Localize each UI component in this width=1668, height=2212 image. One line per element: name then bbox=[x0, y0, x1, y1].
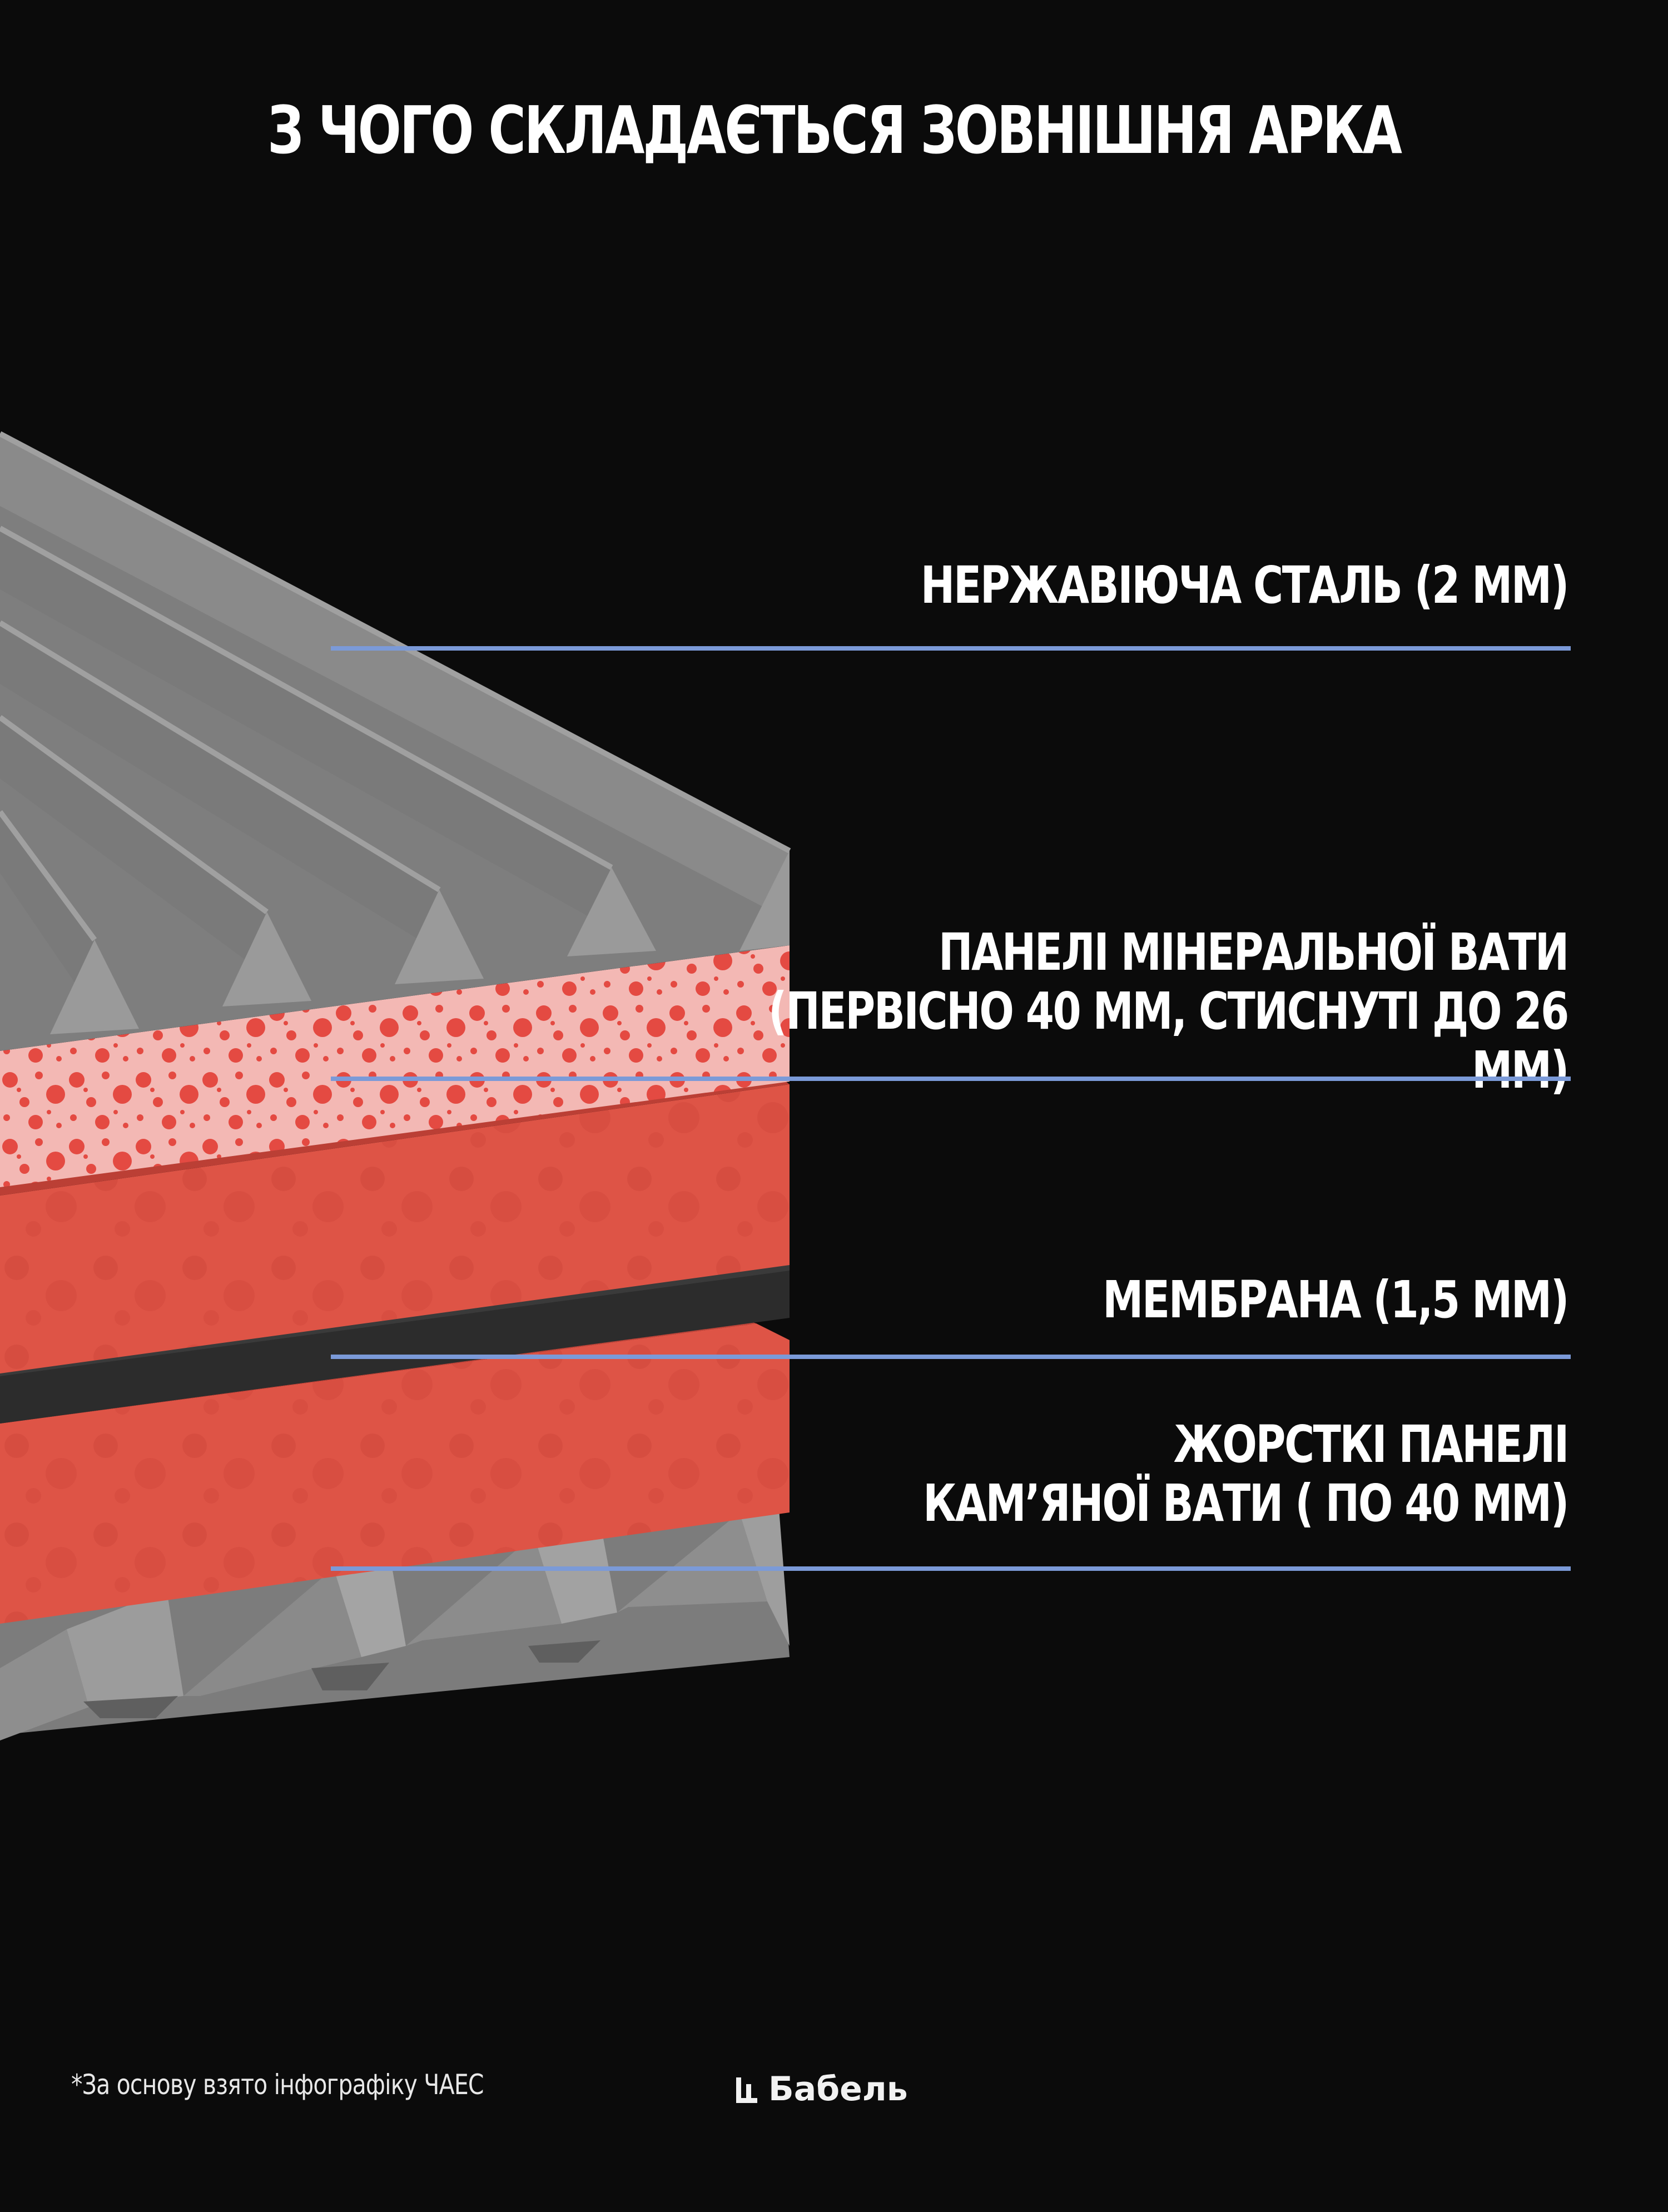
label-steel: НЕРЖАВІЮЧА СТАЛЬ (2 ММ) bbox=[767, 556, 1570, 615]
label-stone-wool-line-2: КАМ’ЯНОЇ ВАТИ ( ПО 40 ММ) bbox=[923, 1473, 1569, 1533]
top-steel-sheet bbox=[0, 431, 791, 1051]
brand-logo: Бабель bbox=[734, 2070, 908, 2109]
rule-mineral-wool bbox=[331, 1077, 1571, 1081]
babel-logo-icon bbox=[734, 2075, 759, 2104]
rule-membrane bbox=[331, 1355, 1571, 1359]
label-stone-wool: ЖОРСТКІ ПАНЕЛІ КАМ’ЯНОЇ ВАТИ ( ПО 40 ММ) bbox=[767, 1415, 1570, 1533]
label-mineral-wool-line-2: (ПЕРВІСНО 40 ММ, СТИСНУТІ ДО 26 ММ) bbox=[768, 981, 1569, 1100]
brand-name: Бабель bbox=[768, 2070, 908, 2109]
label-stone-wool-line-1: ЖОРСТКІ ПАНЕЛІ bbox=[1173, 1415, 1570, 1474]
mineral-wool-panel bbox=[0, 945, 790, 1187]
label-mineral-wool: ПАНЕЛІ МІНЕРАЛЬНОЇ ВАТИ (ПЕРВІСНО 40 ММ,… bbox=[767, 923, 1569, 1100]
label-mineral-wool-line-1: ПАНЕЛІ МІНЕРАЛЬНОЇ ВАТИ bbox=[938, 923, 1569, 982]
label-membrane-line-1: МЕМБРАНА (1,5 ММ) bbox=[1103, 1270, 1569, 1330]
label-steel-line-1: НЕРЖАВІЮЧА СТАЛЬ (2 ММ) bbox=[920, 556, 1570, 615]
page-title: З ЧОГО СКЛАДАЄТЬСЯ ЗОВНІШНЯ АРКА bbox=[267, 92, 1402, 168]
footnote: *За основу взято інфографіку ЧАЕС bbox=[71, 2069, 484, 2101]
rule-steel bbox=[331, 646, 1571, 651]
rule-stone-wool bbox=[331, 1566, 1571, 1571]
label-membrane: МЕМБРАНА (1,5 ММ) bbox=[767, 1270, 1569, 1330]
